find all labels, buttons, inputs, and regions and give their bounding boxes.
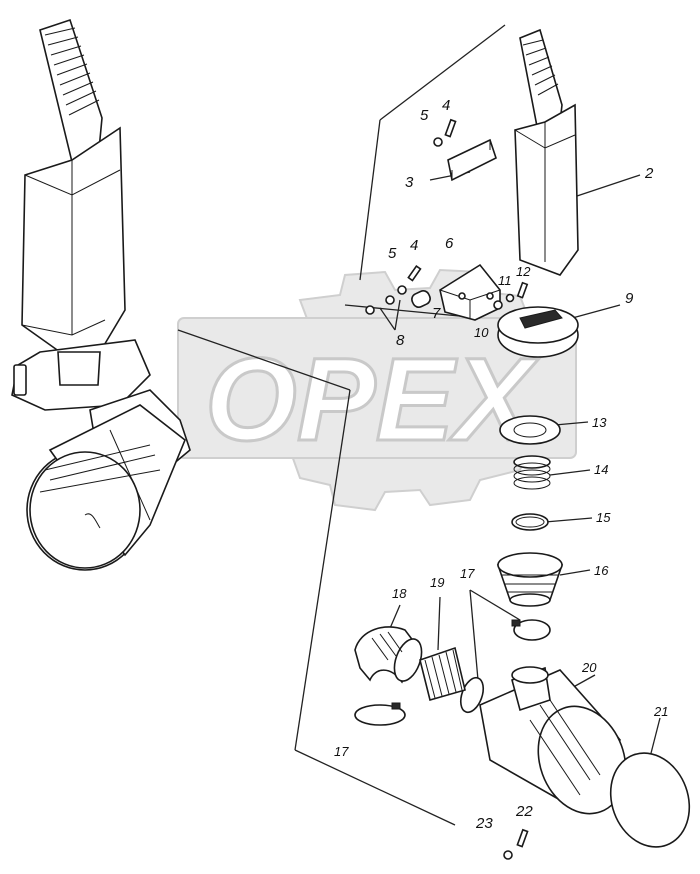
callout-4a: 4 — [442, 97, 450, 114]
callout-8: 8 — [396, 332, 405, 349]
callout-12: 12 — [516, 264, 531, 279]
watermark: OPEX — [177, 268, 577, 512]
callout-3: 3 — [405, 174, 414, 191]
part-14-spring — [513, 455, 551, 490]
callout-21: 21 — [653, 704, 668, 719]
callout-10: 10 — [474, 325, 489, 340]
assembled-intake-left — [11, 18, 191, 571]
callout-5b: 5 — [388, 245, 397, 262]
callout-7: 7 — [432, 305, 441, 322]
part-15-ring — [511, 513, 549, 531]
part-17-clamp-lower — [354, 702, 406, 726]
part-6-bracket-assembly — [365, 263, 529, 321]
callout-15: 15 — [596, 510, 611, 525]
part-22-23-fasteners — [503, 828, 529, 860]
part-20-filter-housing — [479, 666, 627, 815]
part-17-clamp-upper — [511, 619, 551, 641]
callout-18: 18 — [392, 586, 407, 601]
callout-9: 9 — [625, 290, 634, 307]
part-2-snorkel-head — [514, 28, 579, 276]
callout-19: 19 — [430, 575, 444, 590]
part-9-cap — [497, 306, 579, 358]
callout-20: 20 — [581, 660, 597, 675]
part-21-band — [609, 752, 691, 848]
part-19-hose — [419, 646, 466, 701]
watermark-frame — [177, 317, 577, 459]
callout-17b: 17 — [334, 744, 349, 759]
part-3-bracket — [433, 118, 497, 182]
callout-23: 23 — [475, 815, 493, 832]
callout-4b: 4 — [410, 237, 418, 254]
part-17-clamp-middle — [459, 676, 485, 714]
part-13-flange — [499, 415, 561, 445]
callout-11: 11 — [498, 273, 512, 288]
callout-labels: 2 3 4 5 4 5 6 7 8 9 10 11 12 13 14 15 16… — [334, 97, 668, 832]
callout-5a: 5 — [420, 107, 429, 124]
callout-16: 16 — [594, 563, 609, 578]
callout-2: 2 — [644, 165, 654, 182]
part-16-bellows — [496, 552, 564, 607]
callout-13: 13 — [592, 415, 607, 430]
callout-14: 14 — [594, 462, 608, 477]
part-18-elbow — [354, 626, 423, 684]
callout-22: 22 — [515, 803, 533, 820]
callout-17a: 17 — [460, 566, 475, 581]
callout-6: 6 — [445, 235, 454, 252]
watermark-text: OPEX — [205, 334, 539, 466]
